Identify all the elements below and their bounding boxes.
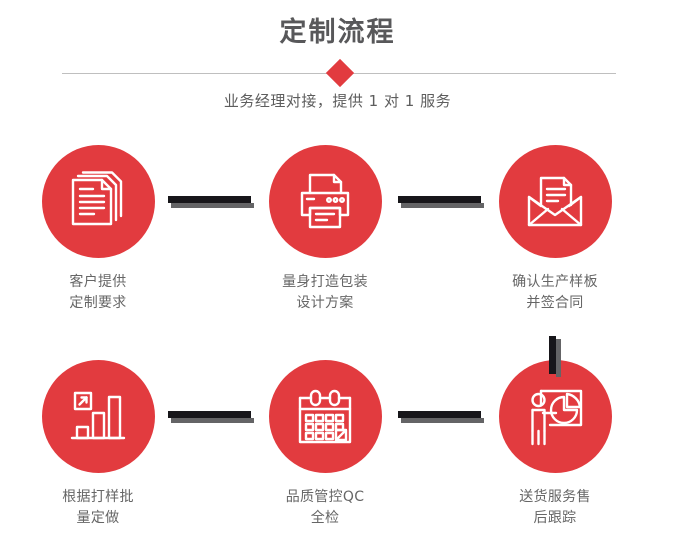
bar-chart-growth-icon bbox=[66, 385, 130, 449]
connector-shadow bbox=[401, 203, 484, 208]
connector-shadow bbox=[556, 339, 561, 377]
flow-step-1[interactable]: 客户提供 定制要求 bbox=[8, 145, 188, 314]
flow-step-3-label: 确认生产样板 并签合同 bbox=[512, 274, 598, 311]
connector-step4-step5 bbox=[168, 411, 254, 423]
flow-step-5[interactable]: 品质管控QC 全检 bbox=[235, 360, 415, 529]
presenter-pie-chart-icon bbox=[523, 385, 587, 449]
flow-step-6[interactable]: 送货服务售 后跟踪 bbox=[465, 360, 645, 529]
printer-icon bbox=[293, 170, 357, 234]
calendar-checklist-icon bbox=[293, 385, 357, 449]
connector-bar bbox=[549, 336, 556, 374]
flow-step-5-circle bbox=[268, 360, 382, 473]
flow-step-4[interactable]: 根据打样批 量定做 bbox=[8, 360, 188, 529]
connector-bar bbox=[168, 411, 251, 418]
connector-step2-step3 bbox=[398, 196, 484, 208]
flow-step-6-circle bbox=[498, 360, 612, 473]
flow-step-4-label: 根据打样批 量定做 bbox=[62, 489, 134, 526]
flow-step-5-label: 品质管控QC 全检 bbox=[285, 489, 365, 526]
connector-step1-step2 bbox=[168, 196, 254, 208]
flow-step-2[interactable]: 量身打造包装 设计方案 bbox=[235, 145, 415, 314]
connector-bar bbox=[168, 196, 251, 203]
connector-step5-step6 bbox=[398, 411, 484, 423]
flow-step-1-circle bbox=[41, 145, 155, 258]
flow-step-3[interactable]: 确认生产样板 并签合同 bbox=[465, 145, 645, 314]
flow-step-4-circle bbox=[41, 360, 155, 473]
connector-shadow bbox=[171, 418, 254, 423]
flow-step-2-circle bbox=[268, 145, 382, 258]
diamond-marker-icon bbox=[325, 58, 355, 88]
header-section: 定制流程 业务经理对接，提供 1 对 1 服务 bbox=[0, 0, 675, 130]
process-flow-diagram: 客户提供 定制要求 量身打造包装 设计方案 bbox=[0, 145, 675, 550]
documents-stack-icon bbox=[66, 170, 130, 234]
connector-shadow bbox=[401, 418, 484, 423]
page-subtitle: 业务经理对接，提供 1 对 1 服务 bbox=[223, 92, 452, 110]
envelope-document-icon bbox=[523, 170, 587, 234]
page-title: 定制流程 bbox=[279, 17, 396, 48]
flow-step-2-label: 量身打造包装 设计方案 bbox=[282, 274, 368, 311]
flow-step-3-circle bbox=[498, 145, 612, 258]
connector-bar bbox=[398, 411, 481, 418]
flow-step-6-label: 送货服务售 后跟踪 bbox=[519, 489, 591, 526]
connector-shadow bbox=[171, 203, 254, 208]
connector-bar bbox=[398, 196, 481, 203]
flow-step-1-label: 客户提供 定制要求 bbox=[69, 274, 127, 311]
connector-step3-step6 bbox=[549, 336, 561, 377]
